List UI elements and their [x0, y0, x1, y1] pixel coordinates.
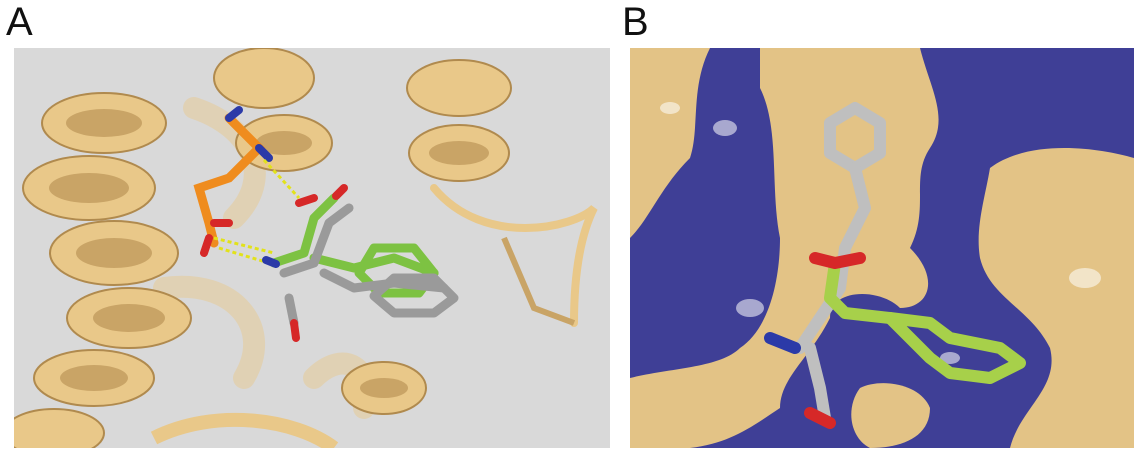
- surface-image: [630, 48, 1134, 448]
- panel-label-b: B: [622, 2, 649, 42]
- ribbon-cartoon-image: [14, 48, 610, 448]
- panel-b-surface-view: [630, 48, 1134, 448]
- panel-label-a: A: [6, 2, 33, 42]
- panel-a-ribbon-view: [14, 48, 610, 448]
